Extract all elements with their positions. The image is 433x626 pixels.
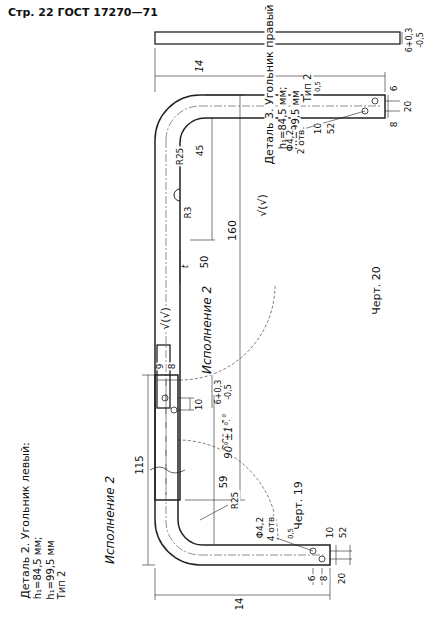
drawing-label: √(√) bbox=[256, 193, 267, 218]
drawing-label: Деталь 3. Угольник правый bbox=[264, 3, 275, 165]
drawing-label: Черт. 20 bbox=[370, 265, 381, 316]
drawing-label: -0,5 bbox=[417, 31, 425, 49]
drawing-label: 2 отв. bbox=[297, 125, 306, 155]
drawing-label: Деталь 2. Угольник левый: bbox=[19, 441, 30, 600]
drawing-label: 20 bbox=[338, 571, 347, 584]
drawing-label: 4 отв. bbox=[267, 512, 276, 542]
drawing-label: Черт. 19 bbox=[292, 480, 303, 531]
center-lines bbox=[166, 380, 325, 555]
drawing-label: 59 bbox=[219, 475, 229, 490]
drawing-label: 8 bbox=[320, 574, 329, 582]
drawing-label: Тип 2 bbox=[303, 73, 313, 104]
notch bbox=[174, 189, 180, 201]
drawing-label: R3 bbox=[184, 205, 193, 219]
drawing-label: 0,5 bbox=[315, 79, 322, 92]
side-view bbox=[155, 32, 400, 44]
bracket-outline bbox=[155, 375, 330, 565]
drawing-label: 6 bbox=[308, 574, 317, 582]
drawing-label: 160 bbox=[227, 219, 238, 242]
drawing-label: Φ4,2 bbox=[256, 515, 265, 538]
drawing-label: Φ4,2 bbox=[286, 128, 295, 151]
drawing-label: 14 bbox=[195, 59, 205, 74]
drawing-label: 6+0,3 bbox=[406, 27, 414, 54]
drawing-label: Тип 2 bbox=[57, 569, 67, 600]
side-view bbox=[157, 345, 170, 408]
drawing-label: 14 bbox=[235, 597, 245, 612]
drawing-label: 9 bbox=[156, 362, 165, 370]
drawing-label: 20 bbox=[404, 99, 413, 112]
drawing-label: √(√) bbox=[159, 306, 170, 331]
break-line bbox=[150, 467, 185, 473]
drawing-label: 8 bbox=[390, 120, 399, 128]
drawing-label: 115 bbox=[134, 454, 144, 475]
drawing-label: Исполнение 2 bbox=[104, 475, 116, 565]
drawing-label: -0,5 bbox=[225, 383, 233, 401]
holes bbox=[162, 395, 325, 562]
drawing-label: 10 bbox=[326, 525, 335, 538]
dimension-lines bbox=[155, 32, 402, 500]
drawing-label: 90°±1° bbox=[223, 420, 233, 459]
dimension-lines bbox=[142, 345, 352, 600]
drawing-label: 10 bbox=[195, 397, 204, 410]
drawing-label: R25 bbox=[231, 490, 240, 510]
drawing-label: h₁=99,5 мм bbox=[45, 539, 55, 600]
drawing-label: Исполнение 2 bbox=[201, 285, 213, 375]
drawing-label: R25 bbox=[176, 146, 185, 166]
drawing-label: 8 bbox=[168, 362, 177, 370]
drawing-label: t bbox=[181, 263, 190, 269]
drawing-label: 52 bbox=[327, 121, 336, 134]
page-header: Стр. 22 ГОСТ 17270—71 bbox=[8, 6, 158, 19]
drawing-label: 50 bbox=[200, 255, 210, 270]
drawing-label: 6 bbox=[390, 84, 399, 92]
drawing-label: 45 bbox=[196, 143, 205, 156]
drawing-label: h₁=84,5 мм; bbox=[33, 535, 43, 600]
drawing-label: 6+0,3 bbox=[215, 379, 223, 406]
drawing-label: 52 bbox=[339, 525, 348, 538]
drawing-label: 10 bbox=[314, 121, 323, 134]
